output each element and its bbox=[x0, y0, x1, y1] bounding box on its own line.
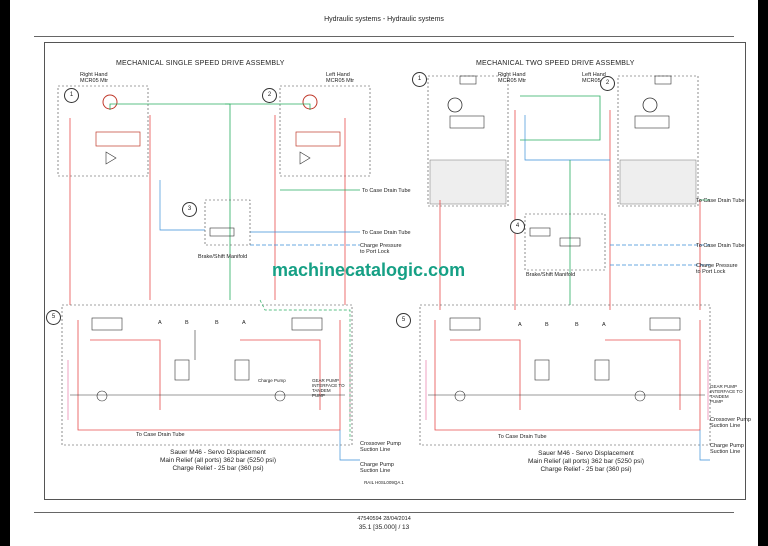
hydraulic-schematic bbox=[57, 75, 711, 461]
right-port-b2: B bbox=[575, 322, 579, 328]
left-case-drain-1: To Case Drain Tube bbox=[362, 188, 411, 194]
left-lh-motor-label: Left Hand MCR05 Mtr bbox=[326, 72, 355, 84]
left-charge-pump: Charge Pump bbox=[258, 378, 286, 383]
left-spec-line3: Charge Relief - 25 bar (360 psi) bbox=[172, 465, 264, 472]
right-charge-pressure: Charge Pressure to Port Lock bbox=[696, 263, 738, 275]
right-spec-line3: Charge Relief - 25 bar (360 psi) bbox=[540, 466, 632, 473]
right-case-drain-1: To Case Drain Tube bbox=[696, 198, 745, 204]
right-spec-line1: Sauer M46 - Servo Displacement bbox=[538, 450, 634, 457]
right-spec-block: Sauer M46 - Servo Displacement Main Reli… bbox=[466, 450, 706, 474]
right-case-drain-2: To Case Drain Tube bbox=[696, 243, 745, 249]
left-schematic bbox=[57, 85, 371, 461]
right-callout-5: 5 bbox=[396, 313, 411, 328]
right-manifold-label: Brake/Shift Manifold bbox=[526, 272, 576, 278]
right-charge-pump-suction: Charge Pump Suction Line bbox=[710, 443, 744, 455]
left-case-drain-2: To Case Drain Tube bbox=[362, 230, 411, 236]
left-spec-line2: Main Relief (all ports) 362 bar (5250 ps… bbox=[160, 457, 276, 464]
left-port-b2: B bbox=[215, 320, 219, 326]
document-page: Hydraulic systems - Hydraulic systems bbox=[10, 0, 758, 546]
right-rh-motor-label: Right Hand MCR05 Mtr bbox=[498, 72, 527, 84]
figure-ref: RAIL H0SL009QA 1 bbox=[364, 480, 404, 485]
right-crossover: Crossover Pump Suction Line bbox=[710, 417, 751, 429]
watermark: machinecatalogic.com bbox=[272, 260, 466, 280]
footer-doc: 47540594 28/04/2014 bbox=[357, 516, 411, 522]
left-charge-pressure: Charge Pressure to Port Lock bbox=[360, 243, 402, 255]
right-port-a1: A bbox=[518, 322, 522, 328]
right-title: MECHANICAL TWO SPEED DRIVE ASSEMBLY bbox=[476, 60, 635, 67]
left-port-b1: B bbox=[185, 320, 189, 326]
left-callout-2: 2 bbox=[262, 88, 277, 103]
left-case-drain-bottom: To Case Drain Tube bbox=[136, 432, 185, 438]
right-port-a2: A bbox=[602, 322, 606, 328]
left-rh-motor-label: Right Hand MCR05 Mtr bbox=[80, 72, 109, 84]
header-rule bbox=[34, 36, 734, 37]
left-port-a2: A bbox=[242, 320, 246, 326]
footer-rule bbox=[34, 512, 734, 513]
page-header: Hydraulic systems - Hydraulic systems bbox=[324, 16, 444, 23]
right-callout-4: 4 bbox=[510, 219, 525, 234]
left-manifold-label: Brake/Shift Manifold bbox=[198, 254, 248, 260]
left-crossover: Crossover Pump Suction Line bbox=[360, 441, 401, 453]
left-callout-5: 5 bbox=[46, 310, 61, 325]
left-title: MECHANICAL SINGLE SPEED DRIVE ASSEMBLY bbox=[116, 60, 285, 67]
left-spec-line1: Sauer M46 - Servo Displacement bbox=[170, 449, 266, 456]
right-callout-2: 2 bbox=[600, 76, 615, 91]
left-gear-pump: GEAR PUMP INTERFACE TO TANDEM PUMP bbox=[312, 378, 345, 398]
left-charge-pump-suction: Charge Pump Suction Line bbox=[360, 462, 394, 474]
right-schematic bbox=[419, 75, 711, 461]
right-spec-line2: Main Relief (all ports) 362 bar (5250 ps… bbox=[528, 458, 644, 465]
diagram-frame bbox=[44, 42, 746, 500]
right-gear-pump: GEAR PUMP INTERFACE TO TANDEM PUMP bbox=[710, 384, 743, 404]
left-callout-3: 3 bbox=[182, 202, 197, 217]
left-callout-1: 1 bbox=[64, 88, 79, 103]
right-port-b1: B bbox=[545, 322, 549, 328]
right-callout-1: 1 bbox=[412, 72, 427, 87]
footer-page: 35.1 [35.000] / 13 bbox=[358, 524, 410, 531]
left-port-a1: A bbox=[158, 320, 162, 326]
right-case-drain-bottom: To Case Drain Tube bbox=[498, 434, 547, 440]
left-spec-block: Sauer M46 - Servo Displacement Main Reli… bbox=[98, 449, 338, 473]
